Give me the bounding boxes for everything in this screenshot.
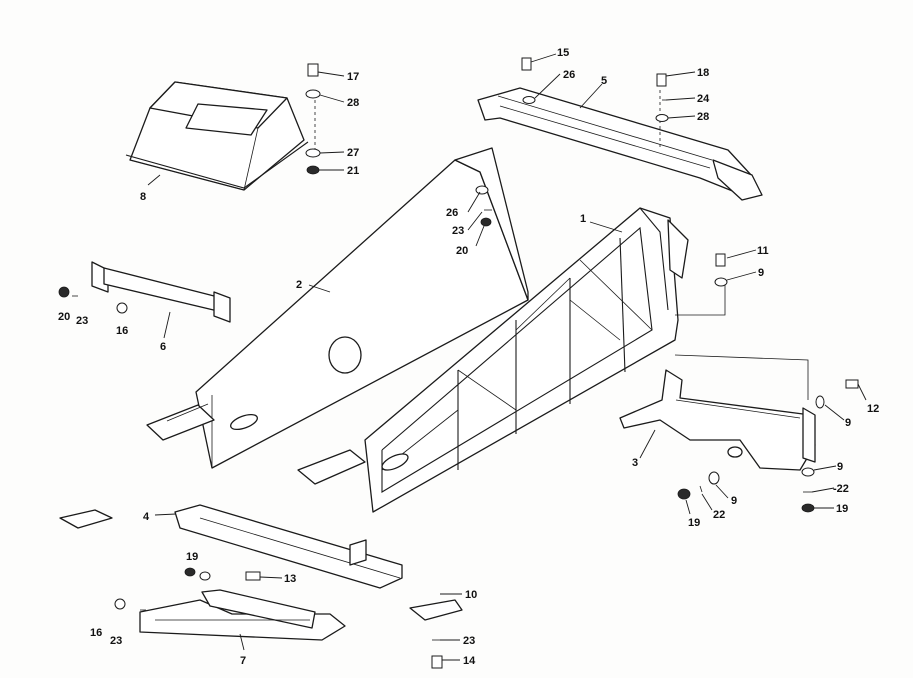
callout-2: 2 [296,279,302,291]
callout-26-top: 26 [563,69,575,81]
callout-28-right: 28 [697,111,709,123]
callout-16-bottom: 16 [90,627,102,639]
callout-12: 12 [867,403,879,415]
callout-22-left: 22 [713,509,725,521]
callout-4: 4 [143,511,150,523]
part-1-trellis-frame [297,207,689,513]
callout-28-left: 28 [347,97,359,109]
callout-20-center: 20 [456,245,468,257]
callout-14: 14 [463,655,476,667]
callout-9-right: 9 [845,417,851,429]
callout-7: 7 [240,655,246,667]
callout-23-left: 23 [76,315,88,327]
part-8-cover [125,81,309,191]
callout-15: 15 [557,47,569,59]
callout-16-left: 16 [116,325,128,337]
callout-6: 6 [160,341,166,353]
callout-17: 17 [347,71,359,83]
callout-23-bottom: 23 [110,635,122,647]
callout-3: 3 [632,457,638,469]
callout-13: 13 [284,573,296,585]
part-3-rear-subframe [619,369,816,471]
callout-19-bottom: 19 [186,551,198,563]
callout-19-right: 19 [836,503,848,515]
callout-19-left: 19 [688,517,700,529]
part-4-lower-channel [59,504,403,589]
part-2-side-panel [146,147,529,469]
callout-9-bottom: 9 [731,495,737,507]
callout-9-lower: 9 [837,461,843,473]
part-10-bracket-plate [409,599,463,621]
callout-1: 1 [580,213,586,225]
callout-11: 11 [757,245,769,257]
callout-23-right: 23 [463,635,475,647]
callout-21: 21 [347,165,359,177]
leader-lines [147,53,867,661]
callout-20-left: 20 [58,311,70,323]
callout-24: 24 [697,93,710,105]
callout-5: 5 [601,75,607,87]
part-6-cross-tube [91,261,231,323]
callout-26-center: 26 [446,207,458,219]
callout-27: 27 [347,147,359,159]
callout-labels: 1 2 3 4 5 6 7 8 9 9 9 9 10 11 12 13 14 1… [58,47,879,667]
part-5-top-rail [477,87,763,201]
callout-9-upper: 9 [758,267,764,279]
hardware [58,57,859,669]
part-7-lower-member [139,589,346,641]
callout-23-center: 23 [452,225,464,237]
callout-10: 10 [465,589,477,601]
callout-8: 8 [140,191,146,203]
callout-22-right: -22 [833,483,849,495]
callout-18: 18 [697,67,709,79]
